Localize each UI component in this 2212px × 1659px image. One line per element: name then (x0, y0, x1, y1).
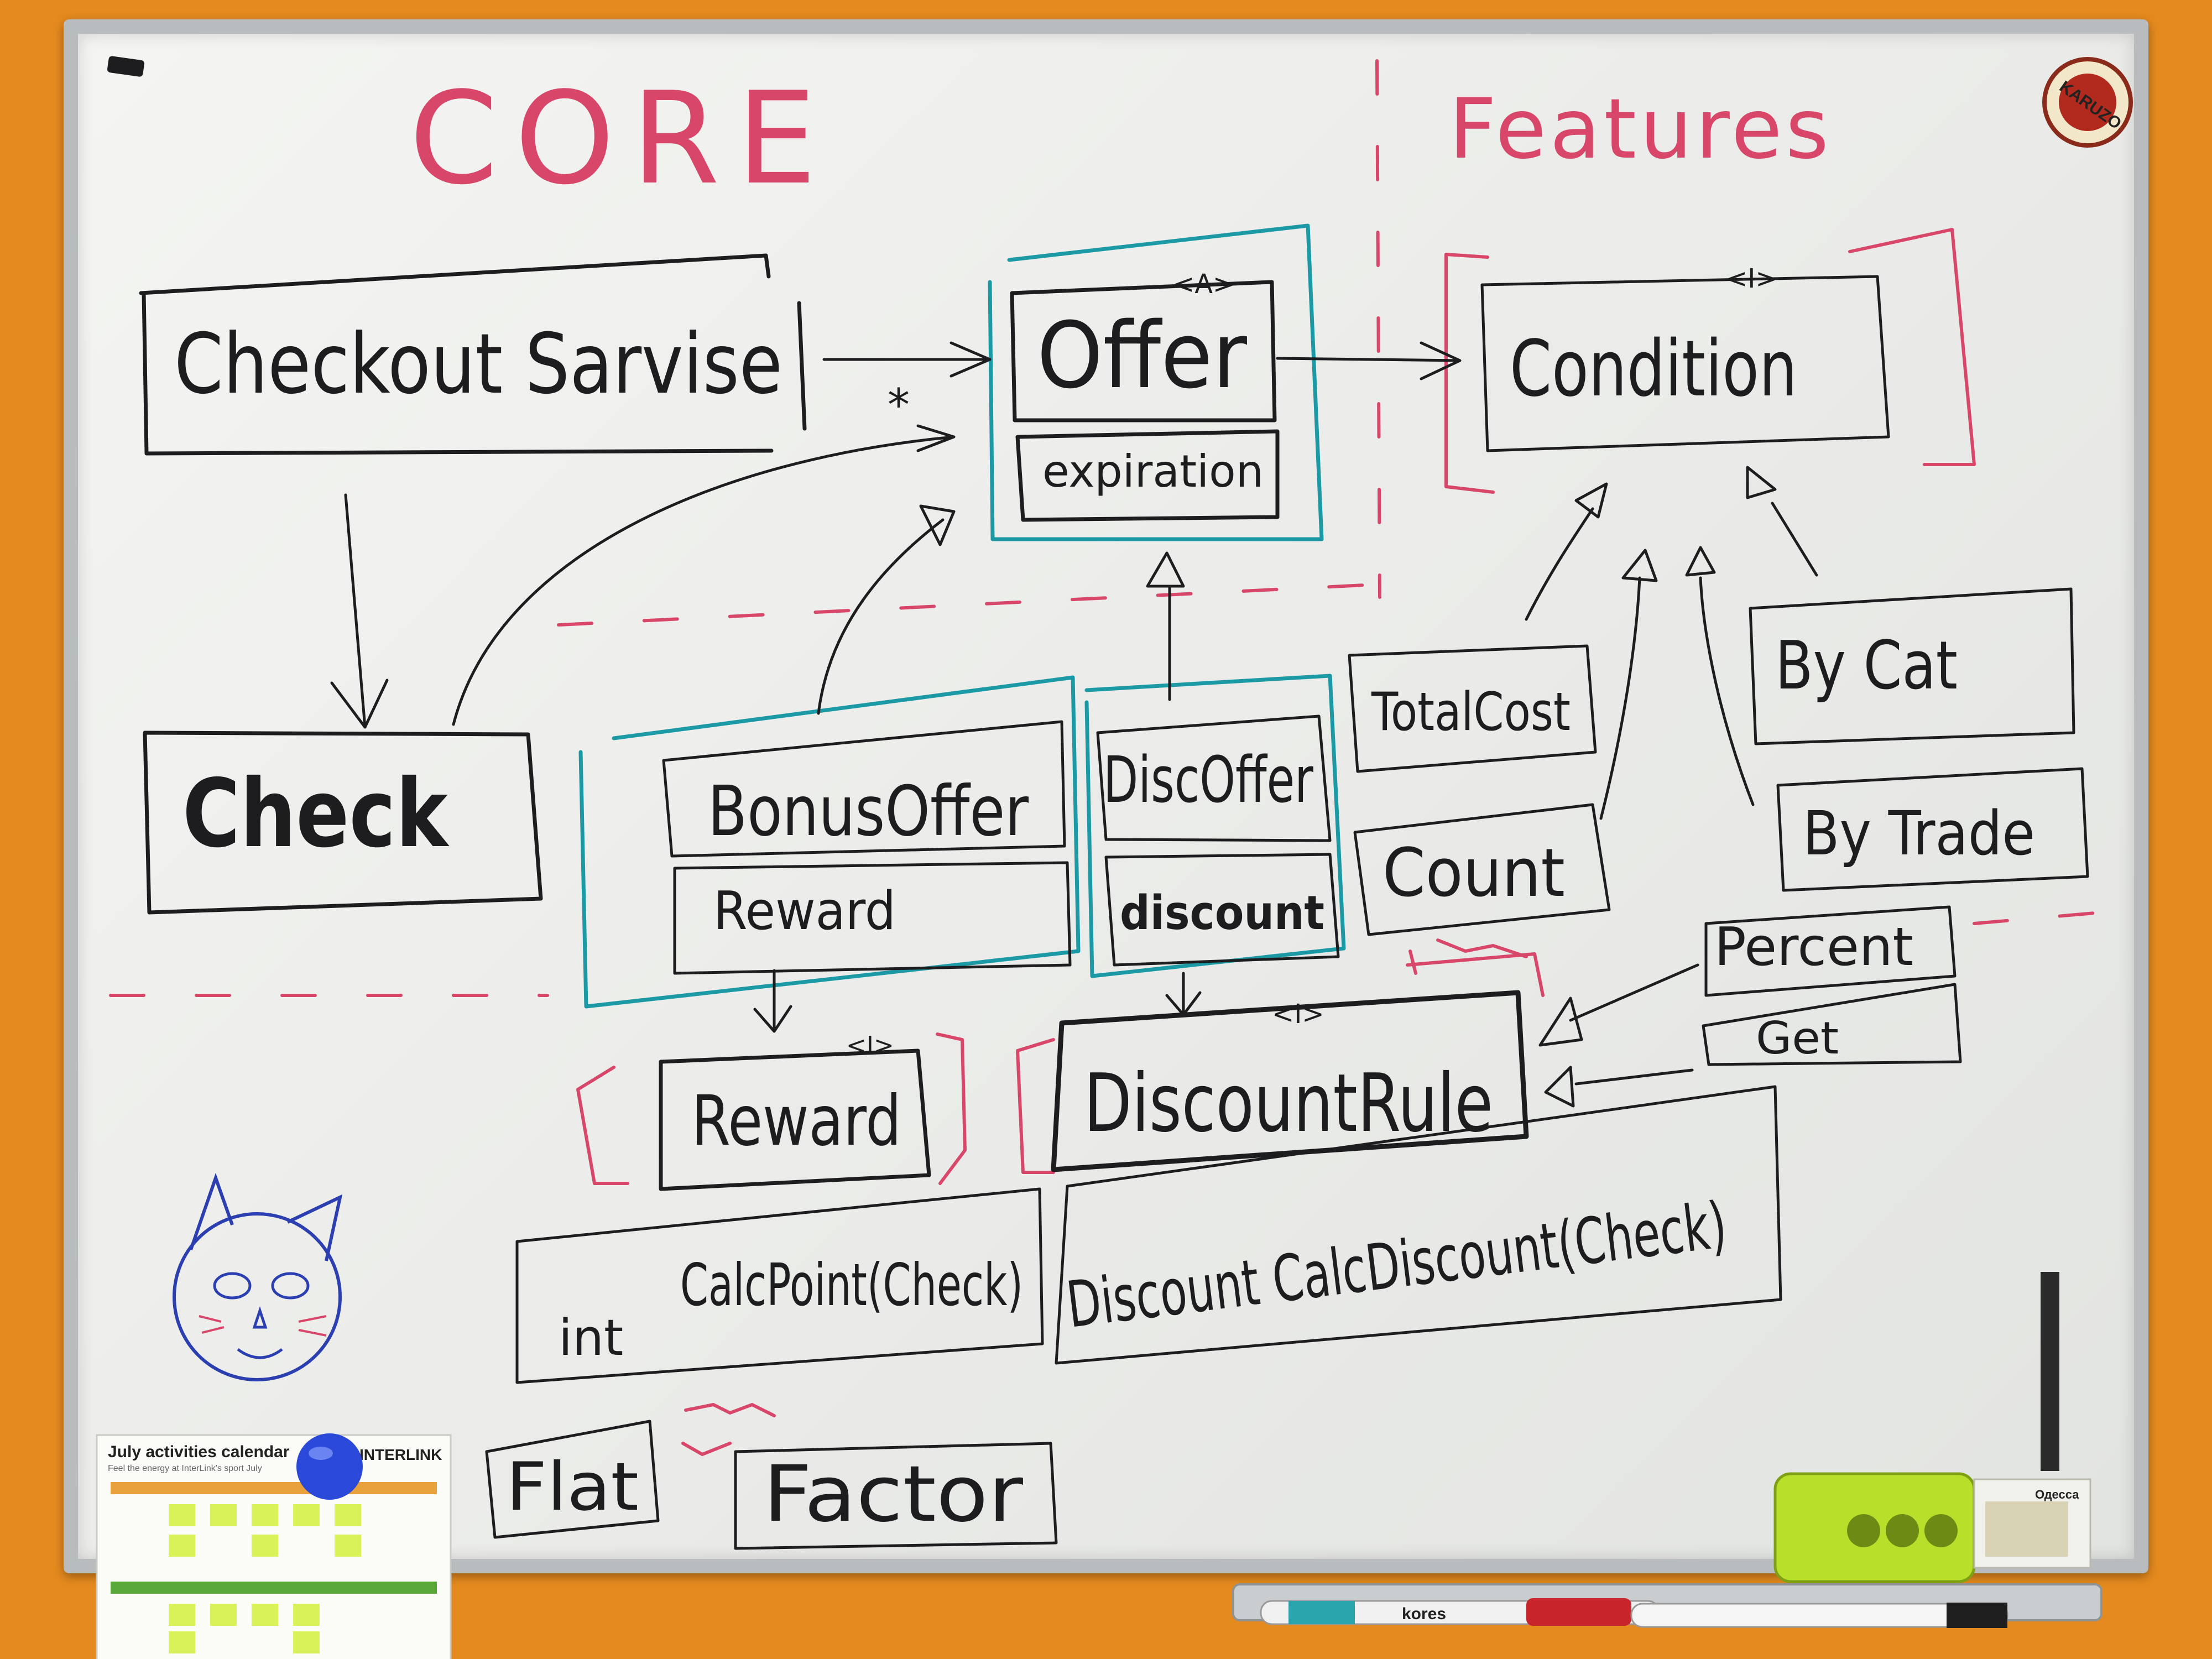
bonus-offer-field: Reward (713, 881, 896, 942)
reward-box (659, 1048, 931, 1191)
inherit-count-to-condition (1599, 549, 1658, 820)
total-cost-box (1348, 644, 1597, 773)
calc-discount-signature: Discount CalcDiscount(Check) (1063, 1188, 1730, 1343)
bonus-offer-box (662, 720, 1072, 975)
by-cat-box (1749, 587, 2075, 745)
checkout-service-box (139, 253, 807, 456)
bonus-offer-teal-outline (578, 675, 1081, 1009)
layer-divider-top (557, 582, 1401, 627)
core-features-divider (1375, 59, 1381, 599)
board-holder-strip (2041, 1272, 2059, 1471)
postcard-city: Одесса (2035, 1488, 2079, 1501)
count-box (1353, 803, 1611, 936)
arrow-disc-to-discount-rule (1165, 972, 1202, 1016)
inherit-totalcost-to-condition (1525, 482, 1608, 621)
whiteboard-eraser (1773, 1472, 1976, 1583)
disc-offer-field: discount (1120, 886, 1324, 941)
offer-abstract-mark: <A> (1172, 269, 1235, 300)
disc-offer-box (1096, 714, 1340, 967)
reward-pink-bracket (576, 1032, 967, 1185)
offer-box (1010, 280, 1280, 522)
inherit-percent-to-discount-rule (1538, 963, 1699, 1047)
calc-point-signature: CalcPoint(Check) (680, 1251, 1023, 1319)
by-trade-box (1776, 767, 2089, 892)
disc-offer-teal-outline (1084, 674, 1346, 978)
offer-label: Offer (1037, 302, 1247, 409)
calc-point-box (515, 1187, 1044, 1384)
checkout-service-label: Checkout Sarvise (174, 316, 782, 413)
arrow-checkout-to-check (330, 493, 389, 729)
offer-field-expiration: expiration (1042, 446, 1264, 497)
layer-divider-right (1973, 911, 2103, 925)
inherit-bonus-to-offer (817, 504, 956, 715)
calc-discount-box (1055, 1085, 1782, 1365)
features-heading: Features (1449, 81, 1832, 178)
markers: kores (1260, 1598, 2008, 1628)
karuzo-sticker: KARUZO (2042, 57, 2133, 148)
arrow-offer-to-condition (1276, 341, 1462, 380)
count-label: Count (1383, 835, 1565, 912)
factor-box (734, 1442, 1058, 1550)
calc-point-return-type: int (559, 1309, 623, 1367)
check-label: Check (182, 759, 450, 869)
discount-rule-box (1051, 990, 1529, 1172)
calendar-subtitle: Feel the energy at InterLink's sport Jul… (108, 1464, 262, 1473)
blue-magnet (296, 1433, 363, 1500)
cat-doodle (173, 1172, 343, 1381)
condition-box (1480, 275, 1890, 452)
reward-label: Reward (691, 1081, 901, 1161)
condition-interface-mark: <I> (1725, 263, 1778, 294)
condition-label: Condition (1510, 324, 1797, 414)
inherit-disc-to-offer (1146, 551, 1185, 701)
activities-calendar-poster: July activities calendar Feel the energy… (96, 1434, 452, 1659)
inherit-bytrade-to-condition (1685, 546, 1755, 806)
board-corner-clip (107, 56, 144, 77)
percent-box (1704, 905, 1957, 997)
check-box (143, 731, 543, 915)
discount-rule-pink-ticks (1408, 938, 1528, 975)
marker-brand: kores (1402, 1605, 1446, 1623)
core-heading: CORE (409, 65, 833, 213)
arrow-check-to-offer (452, 424, 956, 726)
offer-teal-outline (988, 223, 1324, 541)
factor-label: Factor (763, 1449, 1023, 1540)
total-cost-label: TotalCost (1371, 682, 1571, 743)
by-cat-label: By Cat (1775, 628, 1958, 705)
calendar-title: July activities calendar (108, 1443, 290, 1461)
condition-pink-bracket (1444, 228, 1976, 494)
arrow-checkout-to-offer (822, 341, 992, 378)
odessa-postcard: Одесса (1973, 1478, 2091, 1569)
inherit-bycat-to-condition (1746, 466, 1818, 577)
disc-offer-label: DiscOffer (1103, 743, 1314, 817)
get-label: Get (1756, 1013, 1839, 1064)
multiplicity-star: * (888, 379, 910, 431)
by-trade-label: By Trade (1803, 798, 2035, 869)
flat-factor-pink-mark (681, 1403, 776, 1456)
inherit-get-to-discount-rule (1544, 1066, 1694, 1108)
reward-interface-mark: <I> (846, 1031, 894, 1060)
arrow-bonus-to-reward (753, 969, 792, 1033)
calendar-brand: INTERLINK (359, 1446, 442, 1463)
percent-label: Percent (1714, 917, 1913, 978)
discount-rule-interface-mark: <I> (1272, 999, 1324, 1030)
discount-rule-pink-bracket (1016, 952, 1545, 1174)
get-box (1702, 983, 1962, 1066)
flat-label: Flat (506, 1449, 639, 1526)
bonus-offer-label: BonusOffer (708, 771, 1029, 852)
flat-box (485, 1420, 660, 1539)
